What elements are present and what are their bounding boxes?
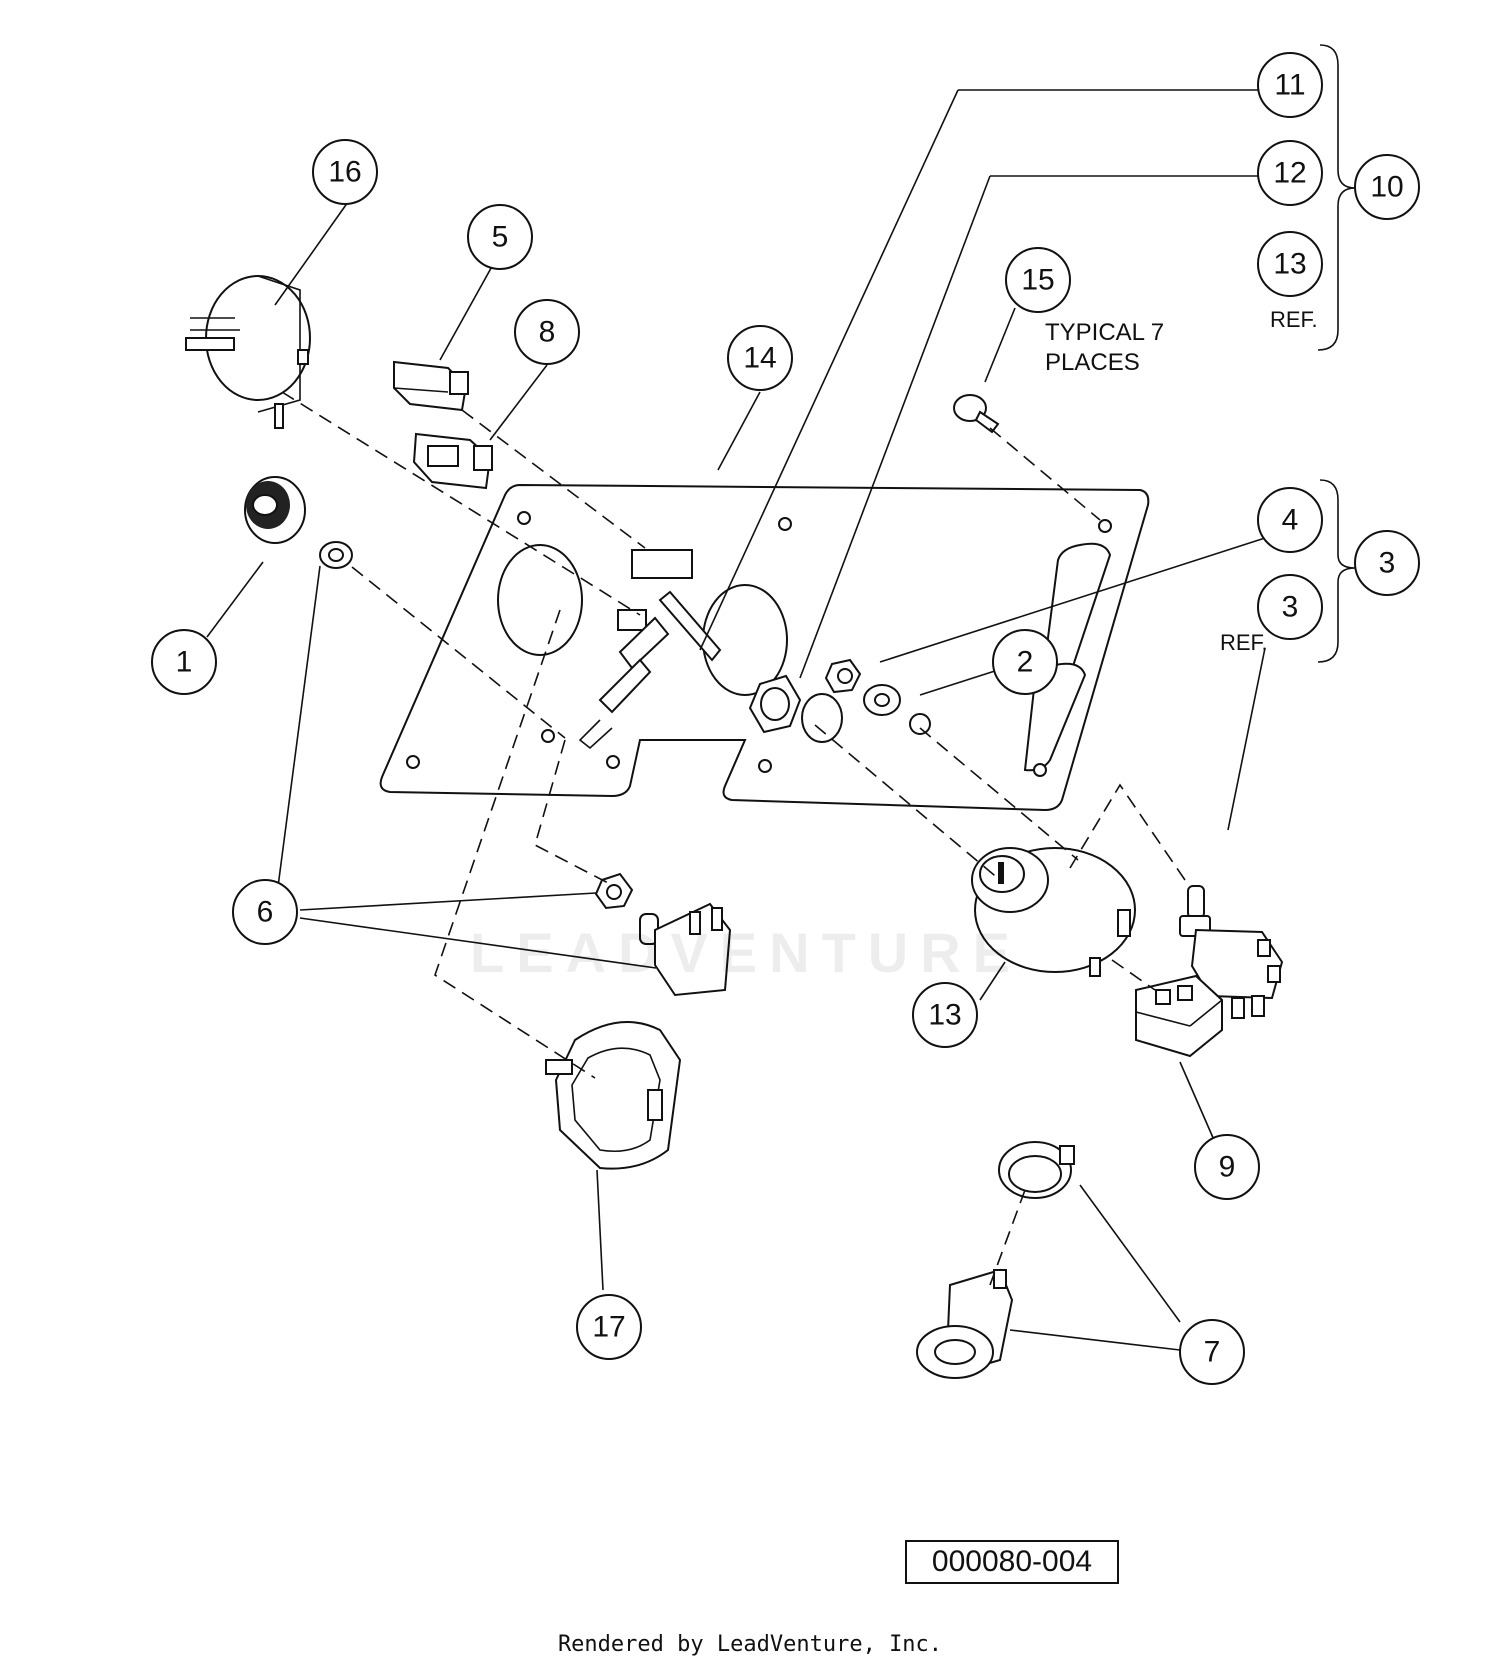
callout-14: 14	[727, 325, 793, 391]
switch-8	[412, 432, 493, 490]
callout-1: 1	[151, 629, 217, 695]
typical-note-line2: PLACES	[1045, 349, 1140, 376]
callout-3-ref: 3	[1257, 574, 1323, 640]
brace-10	[1317, 44, 1356, 351]
wire-connector	[1135, 974, 1223, 1058]
svg-text:6: 6	[257, 896, 274, 929]
svg-text:17: 17	[592, 1311, 625, 1344]
hour-meter	[185, 275, 311, 429]
assembly-lines	[281, 391, 1186, 1286]
callout-15: 15	[1005, 247, 1071, 313]
light-switch-knob	[244, 476, 353, 569]
svg-text:9: 9	[1219, 1151, 1236, 1184]
svg-text:13: 13	[928, 999, 961, 1032]
callout-9: 9	[1194, 1134, 1260, 1200]
svg-text:5: 5	[492, 221, 509, 254]
callout-7: 7	[1179, 1319, 1245, 1385]
svg-text:7: 7	[1204, 1336, 1221, 1369]
svg-text:3: 3	[1379, 547, 1396, 580]
typical-note-line1: TYPICAL 7	[1045, 319, 1164, 346]
callout-6: 6	[232, 879, 298, 945]
brace-3	[1317, 479, 1356, 663]
svg-text:1: 1	[176, 646, 193, 679]
panel-fastener	[953, 394, 1000, 434]
svg-text:15: 15	[1021, 264, 1054, 297]
watermark: LEADVENTURE	[470, 921, 1023, 984]
callout-17: 17	[576, 1294, 642, 1360]
render-credit: Rendered by LeadVenture, Inc.	[557, 1632, 943, 1657]
svg-text:8: 8	[539, 316, 556, 349]
callout-11: 11	[1257, 52, 1323, 118]
callout-12: 12	[1257, 140, 1323, 206]
callout-10: 10	[1354, 154, 1420, 220]
svg-text:3: 3	[1282, 591, 1299, 624]
callout-2: 2	[992, 629, 1058, 695]
ignition-key	[578, 590, 722, 750]
drawing-number-box: 000080-004	[905, 1540, 1119, 1584]
ref-note-3: REF.	[1220, 630, 1268, 655]
svg-text:11: 11	[1274, 69, 1305, 102]
svg-text:14: 14	[743, 342, 776, 375]
svg-text:12: 12	[1273, 157, 1306, 190]
svg-text:13: 13	[1273, 248, 1306, 281]
switch-5	[393, 360, 469, 412]
ignition-switch	[971, 847, 1136, 977]
callout-13: 13	[912, 982, 978, 1048]
ref-note-10: REF.	[1270, 307, 1318, 332]
leader-lines	[206, 89, 1290, 1351]
small-toggle-switch	[594, 872, 732, 997]
callout-16: 16	[312, 139, 378, 205]
toggle-switch	[1179, 885, 1284, 1019]
svg-text:16: 16	[328, 156, 361, 189]
svg-text:10: 10	[1370, 171, 1403, 204]
dash-panel	[379, 483, 1150, 812]
meter-bracket	[545, 1021, 682, 1170]
callout-13-ref: 13	[1257, 231, 1323, 297]
callout-4: 4	[1257, 487, 1323, 553]
svg-text:4: 4	[1282, 504, 1299, 537]
svg-text:2: 2	[1017, 646, 1034, 679]
ignition-nut	[748, 674, 843, 743]
power-outlet	[916, 1141, 1075, 1379]
toggle-nut-washer	[824, 658, 931, 735]
callout-3-group: 3	[1354, 530, 1420, 596]
callout-8: 8	[514, 299, 580, 365]
callout-5: 5	[467, 204, 533, 270]
